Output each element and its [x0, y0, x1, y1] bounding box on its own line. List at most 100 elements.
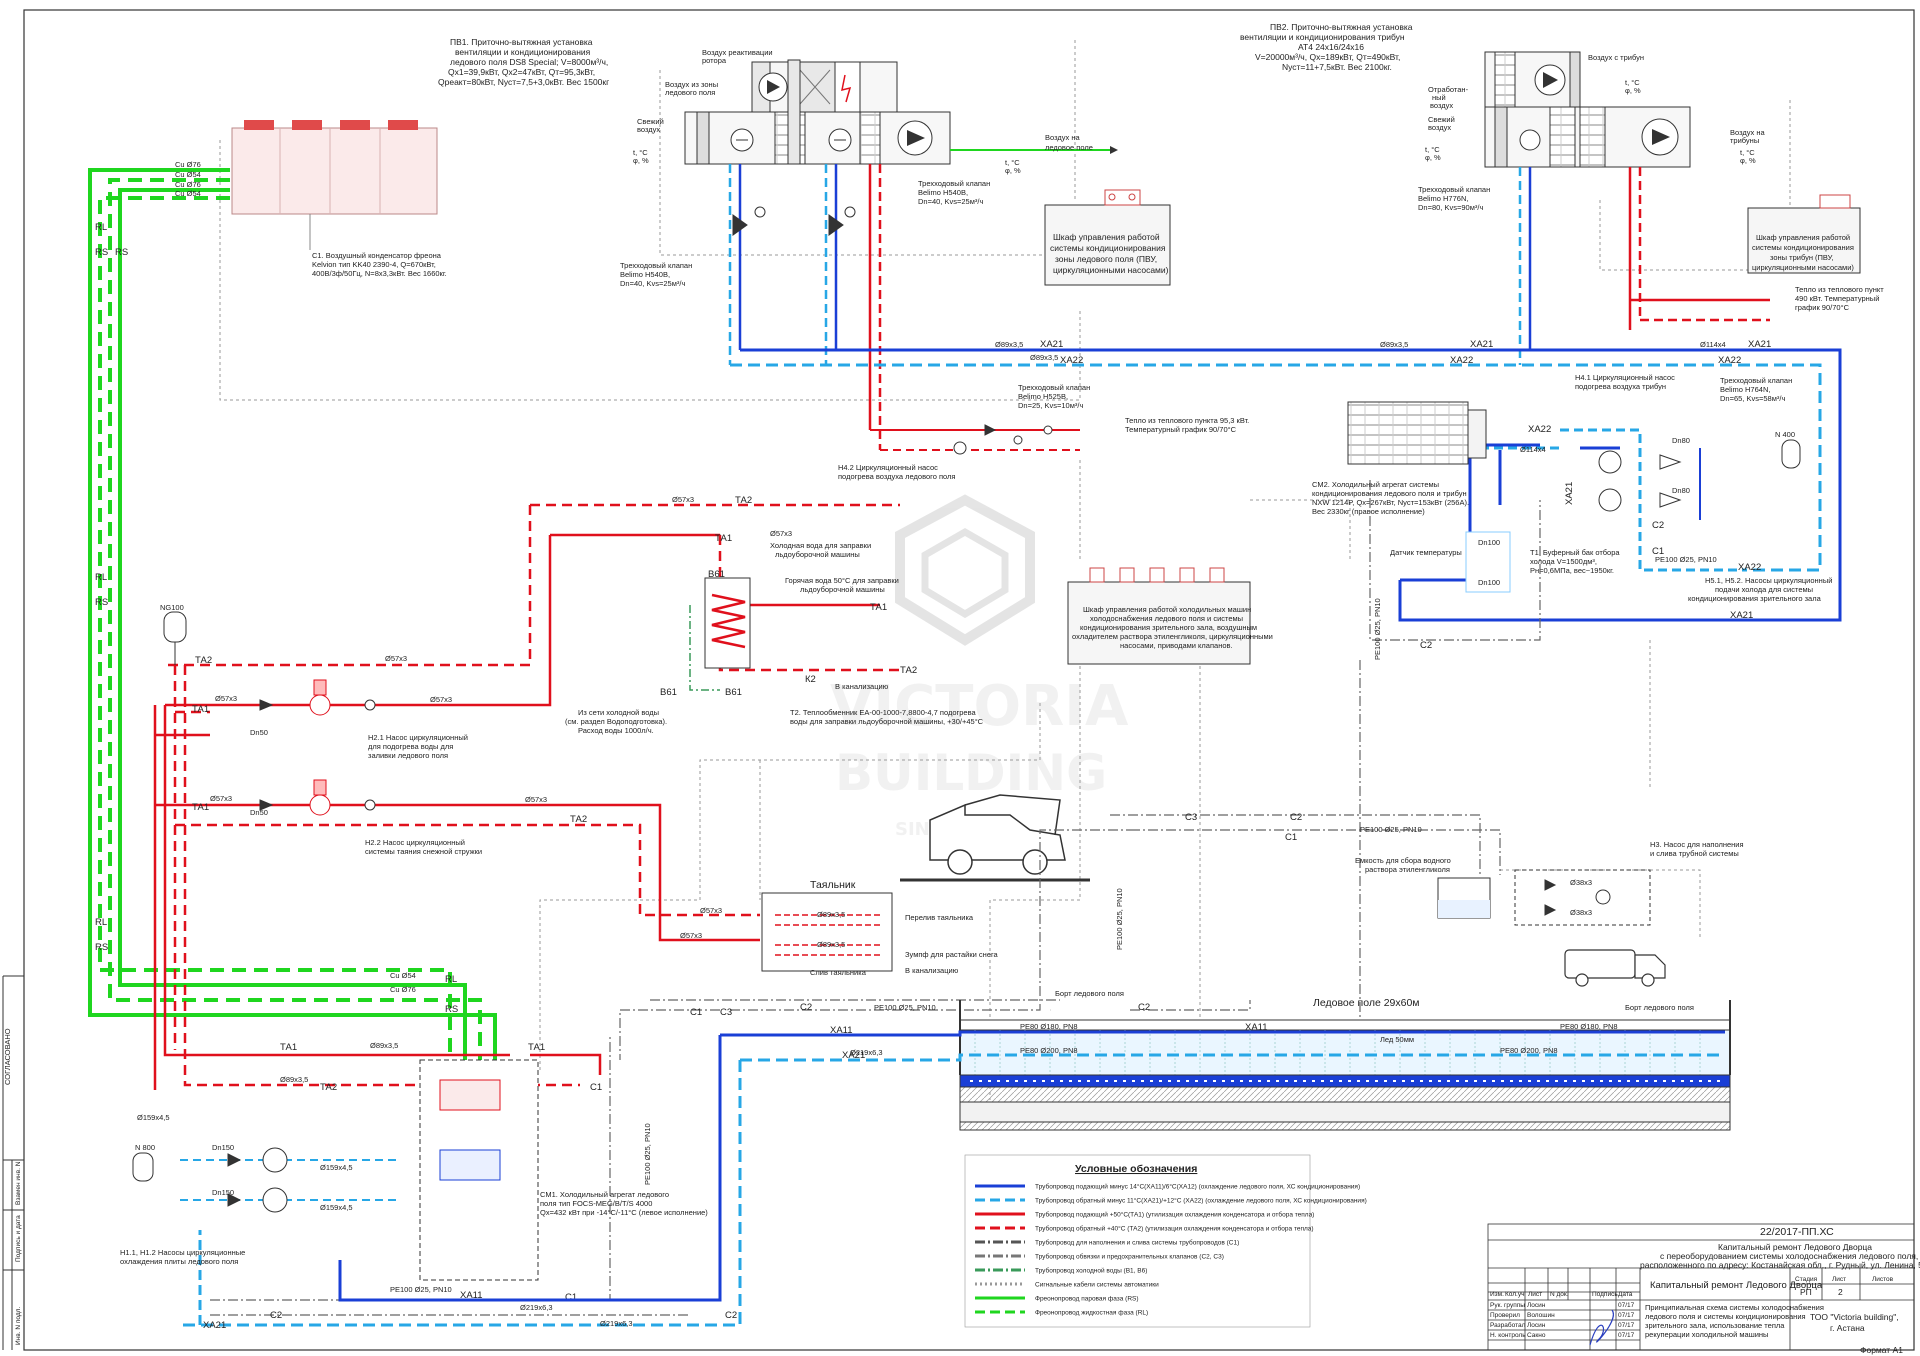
tb-header: N док. [1550, 1291, 1569, 1298]
heat-note: 490 кВт. Температурный [1795, 294, 1879, 303]
temp-label: t, °C [1005, 158, 1020, 167]
ice-resurfacer [900, 794, 1090, 882]
melter-pit: Зумпф для растайки снега [905, 950, 999, 959]
pump-h3 [1514, 869, 1651, 926]
air-from-rink-label: Воздух из зоны [665, 80, 718, 89]
cm1-desc: СМ1. Холодильный агрегат ледового [540, 1190, 669, 1199]
object-title: Капитальный ремонт Ледового Дворца [1650, 1280, 1823, 1291]
legend: Условные обозначения Трубопровод подающи… [964, 1154, 1367, 1328]
b61-label: В61 [708, 569, 725, 580]
pv2-desc: V=20000м³/ч, Qх=189кВт, Qт=490кВт, [1255, 52, 1400, 62]
pipe-dim: Ø89x3,5 [817, 940, 845, 949]
cabinet-stands-label: системы кондиционирования [1752, 243, 1854, 252]
h3-label: и слива трубной системы [1650, 849, 1739, 858]
xa21-label: ХА21 [1470, 339, 1493, 350]
rs-label: RS [95, 597, 108, 608]
rl-label: RL [95, 572, 107, 583]
rl-label: RL [95, 917, 107, 928]
heat-note: график 90/70°С [1795, 303, 1850, 312]
heat-note: Тепло из теплового пункт [1795, 285, 1884, 294]
rl-label: RL [95, 222, 107, 233]
t1-sensor: Датчик температуры [1390, 548, 1462, 557]
signatory-date: 07/17 [1618, 1332, 1635, 1339]
xa22-label: ХА22 [1528, 424, 1551, 435]
signatory-role: Проверил [1490, 1312, 1520, 1319]
c1-label: С1 [1652, 546, 1664, 557]
humidity-label: φ, % [1425, 153, 1441, 162]
pv2-valve-label: Belimo H776N, [1418, 194, 1468, 203]
c1-label: С1 [590, 1082, 602, 1093]
c2-label: С2 [1138, 1002, 1150, 1013]
stage-head: Лист [1832, 1276, 1846, 1283]
signatory-name: Лосин [1527, 1322, 1546, 1329]
valve-label: Belimo H540B, [620, 270, 670, 279]
pipe-dim: Ø57x3 [700, 906, 722, 915]
signatory-date: 07/17 [1618, 1312, 1635, 1319]
humidity-label: φ, % [633, 156, 649, 165]
pipe-dim: Ø89x3,5 [1030, 353, 1058, 362]
pipe-dim: Ø57x3 [430, 695, 452, 704]
cold-water-label: льдоуборочной машины [775, 550, 860, 559]
exhaust-label: ный [1432, 93, 1446, 102]
h22-label: Н2.2 Насос циркуляционный [365, 838, 465, 847]
cold-supply-label: (см. раздел Водоподготовка). [565, 717, 667, 726]
condenser-desc: Kelvion тип KK40 2390-4, Q=670кВт, [312, 260, 436, 269]
xa21-label: ХА21 [1748, 339, 1771, 350]
pump-h41-label: Н4.1 Циркуляционный насос [1575, 373, 1675, 382]
expansion-tank-ng100 [163, 611, 187, 665]
legend-item-label: Фреонопровод паровая фаза (RS) [1035, 1296, 1139, 1303]
cm2-desc: СМ2. Холодильный агрегат системы [1312, 480, 1439, 489]
pv1-valve-icons [732, 206, 856, 236]
h3-label: Н3. Насос для наполнения [1650, 840, 1744, 849]
h42-heat-label: Тепло из теплового пункта 95,3 кВт. [1125, 416, 1249, 425]
rs-label: RS [445, 1004, 458, 1015]
freon-label: Cu Ø76 [390, 985, 416, 994]
legend-item-label: Сигнальные кабели системы автоматики [1035, 1281, 1159, 1289]
legend-item-label: Трубопровод подающий +50°С(ТА1) (утилиза… [1035, 1211, 1314, 1219]
xa22-label: ХА22 [1738, 562, 1761, 573]
ta2-label: ТА2 [570, 814, 587, 825]
air-condenser-c1 [231, 120, 438, 250]
freon-labels: Cu Ø76 Cu Ø54 Cu Ø76 Cu Ø54 RS RS RL RL … [95, 160, 458, 1015]
ta1-label: ТА1 [280, 1042, 297, 1053]
cold-supply-label: Расход воды 1000л/ч. [578, 726, 654, 735]
c2-label: С2 [1420, 640, 1432, 651]
pipe-dim: PE100 Ø25, PN10 [1655, 555, 1717, 564]
dn-label: Dn50 [250, 808, 268, 817]
pv1-desc: Qх1=39,9кВт, Qх2=47кВт, Qт=95,3кВт, [448, 67, 595, 77]
pv2-desc: AT4 24x16/24x16 [1298, 42, 1364, 52]
pipe-dim: Ø57x3 [385, 654, 407, 663]
n800-label: N 800 [135, 1143, 155, 1152]
arrow-icon [1110, 146, 1118, 154]
h42-fittings [953, 424, 1053, 455]
chiller-cm1 [419, 1059, 539, 1281]
h42-pump-label: Н4.2 Циркуляционный насос [838, 463, 938, 472]
b61-label: В61 [725, 687, 742, 698]
snow-melter [761, 892, 893, 972]
project-line: Капитальный ремонт Ледового Дворца [1718, 1242, 1872, 1252]
cm1-desc: Qх=432 кВт при -14°С/-11°С (левое исполн… [540, 1208, 708, 1217]
dn-label: Dn100 [1478, 538, 1500, 547]
pipe-dim: PE80 Ø200, PN8 [1020, 1046, 1078, 1055]
c1-label: С1 [1285, 832, 1297, 843]
pipe-dim: Ø38x3 [1570, 908, 1592, 917]
pipe-dim: Ø219x6,3 [520, 1303, 553, 1312]
ta2-label: ТА2 [195, 655, 212, 666]
stamp-sign: Подпись и дата [15, 1215, 22, 1262]
legend-item-label: Трубопровод обратный минус 11°С(ХА21)/+1… [1035, 1197, 1367, 1205]
tb-header: Подпись [1592, 1291, 1618, 1298]
h42-pump-label: подогрева воздуха ледового поля [838, 472, 956, 481]
pipe-dim: Ø114x4 [1520, 445, 1546, 454]
ta1-label: ТА1 [528, 1042, 545, 1053]
stage-head: Листов [1872, 1276, 1894, 1283]
rs-label: RS [115, 247, 128, 258]
signatory-role: Рук. группы [1490, 1302, 1525, 1309]
temp-label: t, °C [1740, 148, 1755, 157]
signatory-name: Лосин [1527, 1302, 1546, 1309]
stamp-replace: Взамен инв. N [15, 1161, 22, 1205]
sheet-title: Принципиальная схема системы холодоснабж… [1645, 1303, 1824, 1312]
cabinet-chillers-label: кондиционирования зрительного зала, возд… [1080, 623, 1257, 632]
h51-label: подачи холода для системы [1715, 585, 1813, 594]
pipe-dim: Ø57x3 [210, 794, 232, 803]
cabinet-stands [1747, 194, 1861, 274]
